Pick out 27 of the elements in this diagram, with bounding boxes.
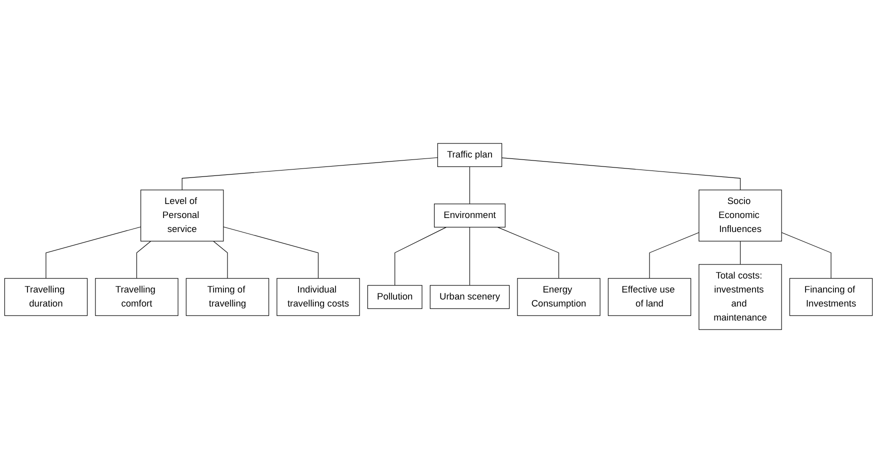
connector [46,226,142,279]
node-box: Total costs: investments and maintenance [698,264,782,330]
node-box: Energy Consumption [517,278,600,316]
connector [649,232,700,279]
node-box: Travelling comfort [95,278,178,316]
node-box: Timing of travelling [186,278,270,316]
connector [781,232,832,279]
node-box: Effective use of land [608,278,692,316]
connector [182,157,438,190]
node-box: Level of Personal service [140,190,224,242]
node-box: Pollution [367,285,422,309]
connector [213,240,228,279]
node-box: Traffic plan [437,143,502,167]
node-box: Financing of Investments [789,278,873,316]
connector [469,226,470,286]
connector [223,226,319,279]
connector [502,158,741,190]
node-box: Travelling duration [4,278,88,316]
node-box: Individual travelling costs [276,278,360,316]
node-box: Urban scenery [430,285,510,309]
node-box: Environment [434,204,506,228]
connector [740,240,741,265]
connector [136,240,152,279]
connector [394,226,447,286]
connector [469,166,470,204]
connector [497,226,560,279]
node-box: Socio Economic Influences [698,190,782,242]
